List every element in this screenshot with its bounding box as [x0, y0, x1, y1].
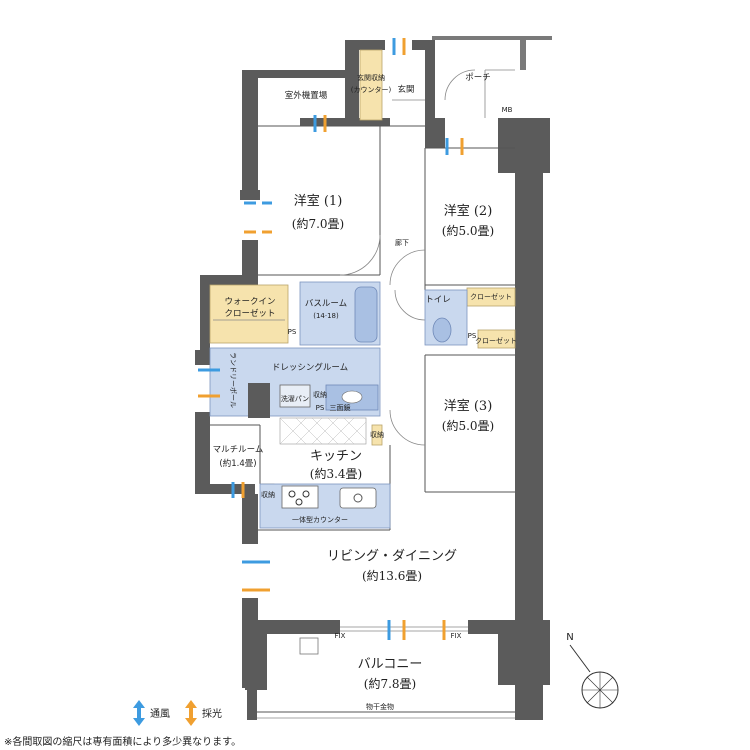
- room-living-name: リビング・ダイニング: [327, 549, 457, 564]
- outer-walls: [195, 36, 552, 720]
- kitchen-storage-label-2: 収納: [370, 430, 384, 439]
- room-western1-name: 洋室 (1): [294, 193, 343, 209]
- toilet-name: トイレ: [425, 295, 451, 305]
- walkin-line2: クローゼット: [224, 308, 275, 319]
- room-living-size: (約13.6畳): [362, 568, 422, 583]
- laundry-pole-label: ランドリーポール: [229, 352, 237, 408]
- sanitary-label: 三面鏡: [330, 403, 351, 412]
- ps-label-3: PS: [468, 332, 477, 340]
- dressing-name: ドレッシングルーム: [272, 362, 348, 373]
- bath-size: (14·18): [313, 312, 339, 320]
- room-kitchen-name: キッチン: [310, 449, 362, 464]
- balcony-fix-label: 物干金物: [366, 702, 394, 711]
- kitchen-storage-label: 収納: [261, 490, 275, 499]
- counter-label: 一体型カウンター: [292, 515, 348, 524]
- closet1-label: クローゼット: [470, 292, 512, 301]
- room-balcony-name: バルコニー: [358, 657, 423, 672]
- svg-text:N: N: [566, 632, 573, 643]
- laundry-pan-label: 洗濯パン: [281, 394, 309, 403]
- doors: [339, 69, 476, 446]
- hallway-name: 廊下: [395, 238, 409, 247]
- room-western3-size: (約5.0畳): [442, 418, 494, 433]
- room-multi-name: マルチルーム: [213, 445, 264, 455]
- room-western2-name: 洋室 (2): [444, 203, 493, 219]
- fix-right-label: FIX: [451, 632, 462, 640]
- dressing-storage-label: 収納: [313, 390, 327, 399]
- ps-label-1: PS: [288, 328, 297, 336]
- mb-label: MB: [502, 106, 513, 114]
- room-kitchen-size: (約3.4畳): [310, 466, 362, 481]
- entrance-name: 玄関: [397, 84, 414, 95]
- entrance-storage-label1: 玄関収納: [357, 73, 385, 82]
- outdoor-unit-label: 室外機置場: [285, 90, 328, 101]
- room-western2-size: (約5.0畳): [442, 223, 494, 238]
- kitchen-storage-2: [371, 424, 383, 446]
- closet2-label: クローゼット: [475, 336, 517, 345]
- entrance-storage: [359, 49, 383, 121]
- room-western3-name: 洋室 (3): [444, 398, 493, 414]
- airflow-markers: [198, 38, 464, 640]
- porch-name: ポーチ: [465, 73, 491, 83]
- room-multi-size: (約1.4畳): [219, 458, 256, 469]
- walkin-closet: [209, 284, 289, 344]
- entrance-storage-label2: (カウンター): [351, 85, 392, 94]
- room-balcony-size: (約7.8畳): [364, 676, 416, 691]
- walkin-line1: ウォークイン: [224, 297, 275, 307]
- footnote: ※各間取図の縮尺は専有面積により多少異なります。: [4, 737, 242, 748]
- ps-label-2: PS: [316, 404, 325, 412]
- fix-left-label: FIX: [335, 632, 346, 640]
- bath-name: バスルーム: [305, 299, 347, 309]
- closet-w3: [477, 329, 516, 349]
- legend: 通風 採光: [133, 700, 222, 726]
- legend-ventilation-label: 通風: [150, 708, 170, 720]
- compass-icon: N: [566, 632, 619, 709]
- legend-lighting-label: 採光: [202, 707, 222, 720]
- room-western1-size: (約7.0畳): [292, 216, 344, 231]
